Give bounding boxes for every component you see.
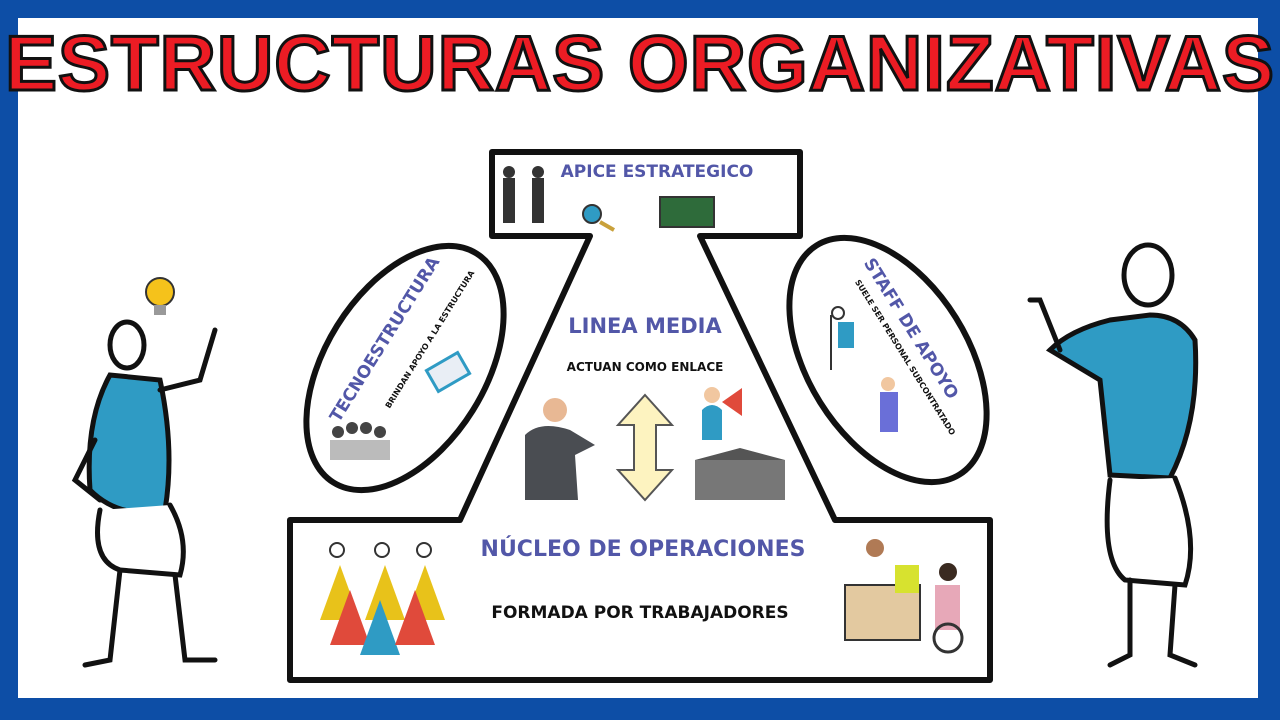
nucleo-description: FORMADA POR TRABAJADORES xyxy=(491,603,789,623)
shop-counter-icon xyxy=(844,539,964,654)
meeting-table-icon xyxy=(330,422,390,460)
police-icon xyxy=(880,377,898,432)
double-arrow-icon xyxy=(615,393,675,502)
janitor-icon xyxy=(830,306,854,370)
document-icon xyxy=(424,350,472,394)
workers-group-icon xyxy=(320,542,445,655)
board-icon xyxy=(659,196,715,228)
left-stick-figure xyxy=(71,319,218,668)
businessman-icon xyxy=(525,398,595,500)
staff-ellipse xyxy=(786,234,990,486)
handshake-people-icon xyxy=(503,166,544,223)
canvas xyxy=(18,18,1258,698)
linea-media-description: ACTUAN COMO ENLACE xyxy=(566,360,724,374)
apice-label: APICE ESTRATEGICO xyxy=(560,162,754,182)
linea-media-label: LINEA MEDIA xyxy=(568,314,722,338)
factory-icon xyxy=(695,448,785,500)
nucleo-label: NÚCLEO DE OPERACIONES xyxy=(480,537,806,562)
organization-shape xyxy=(287,149,993,683)
right-stick-figure xyxy=(1027,242,1199,668)
tecnoestructura-ellipse xyxy=(303,242,507,494)
lightbulb-icon xyxy=(145,277,175,315)
magnifier-person-icon xyxy=(582,204,615,232)
page-title: ESTRUCTURAS ORGANIZATIVAS xyxy=(3,19,1276,107)
megaphone-icon xyxy=(702,387,742,440)
